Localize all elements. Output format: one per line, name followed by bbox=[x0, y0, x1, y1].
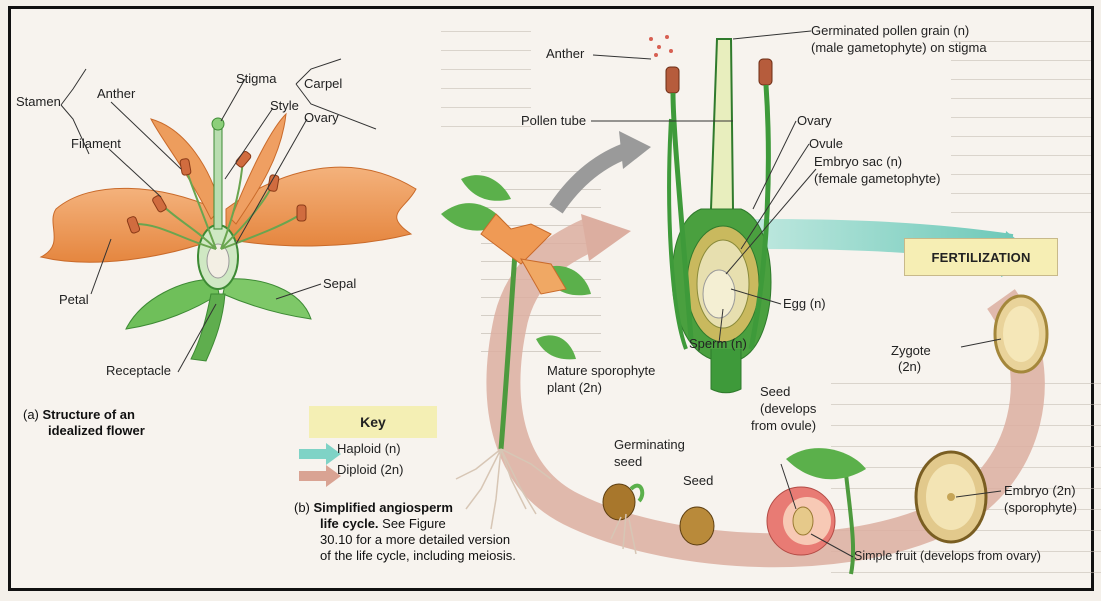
label-anther: Anther bbox=[97, 86, 135, 101]
style bbox=[214, 124, 222, 229]
pollen-grains bbox=[649, 35, 673, 57]
label-seed: Seed bbox=[683, 473, 713, 488]
label-germinating-1: Germinating bbox=[614, 437, 685, 452]
label-anther-cycle: Anther bbox=[546, 46, 584, 61]
germinating-seed bbox=[603, 484, 635, 520]
caption-b: (b) Simplified angiosperm life cycle. Se… bbox=[294, 500, 516, 564]
key-title: Key bbox=[309, 406, 437, 438]
label-zygote-1: Zygote bbox=[891, 343, 931, 358]
label-petal: Petal bbox=[59, 292, 89, 307]
caption-a: (a) Structure of an idealized flower bbox=[23, 407, 145, 439]
label-sperm: Sperm (n) bbox=[689, 336, 747, 351]
label-egg: Egg (n) bbox=[783, 296, 826, 311]
label-ovule: Ovule bbox=[809, 136, 843, 151]
label-pollen-grain-1: Germinated pollen grain (n) bbox=[811, 23, 969, 38]
key-haploid-swatch bbox=[299, 443, 341, 465]
transition-arrow bbox=[556, 149, 631, 209]
label-embryo-2: (sporophyte) bbox=[1004, 500, 1077, 515]
key-diploid-swatch bbox=[299, 465, 341, 487]
label-sepal: Sepal bbox=[323, 276, 356, 291]
fertilization-label: FERTILIZATION bbox=[904, 238, 1058, 276]
sepal-right bbox=[223, 279, 311, 319]
diploid-arrowhead bbox=[581, 214, 631, 261]
diagram-art bbox=[11, 9, 1097, 594]
label-mature-1: Mature sporophyte bbox=[547, 363, 655, 378]
label-pollen-grain-2: (male gametophyte) on stigma bbox=[811, 40, 987, 55]
label-style: Style bbox=[270, 98, 299, 113]
label-pollen-tube: Pollen tube bbox=[521, 113, 586, 128]
label-simple-fruit: Simple fruit (develops from ovary) bbox=[854, 549, 1041, 564]
caption-b-tag: (b) bbox=[294, 500, 310, 515]
caption-a-line1: Structure of an bbox=[43, 407, 135, 422]
caption-b-line2-rest: See Figure bbox=[379, 516, 446, 531]
label-embryo-sac-2: (female gametophyte) bbox=[814, 171, 940, 186]
caption-b-line2: life cycle. bbox=[320, 516, 379, 531]
figure-frame: Stamen Anther Stigma Carpel Style Filame… bbox=[8, 6, 1094, 591]
seed-dot bbox=[680, 507, 714, 545]
label-seed-top-1: Seed bbox=[760, 384, 790, 399]
label-ovary-cycle: Ovary bbox=[797, 113, 832, 128]
label-mature-2: plant (2n) bbox=[547, 380, 602, 395]
key-diploid-label: Diploid (2n) bbox=[337, 462, 403, 477]
label-carpel: Carpel bbox=[304, 76, 342, 91]
caption-a-line2: idealized flower bbox=[48, 423, 145, 438]
label-receptacle: Receptacle bbox=[106, 363, 171, 378]
label-stamen: Stamen bbox=[16, 94, 61, 109]
label-zygote-2: (2n) bbox=[898, 359, 921, 374]
label-filament: Filament bbox=[71, 136, 121, 151]
label-embryo-sac-1: Embryo sac (n) bbox=[814, 154, 902, 169]
caption-b-line1: Simplified angiosperm bbox=[314, 500, 453, 515]
label-stigma: Stigma bbox=[236, 71, 276, 86]
label-seed-top-3: from ovule) bbox=[751, 418, 816, 433]
flower-illustration bbox=[41, 114, 416, 361]
label-germinating-2: seed bbox=[614, 454, 642, 469]
caption-b-line3: 30.10 for a more detailed version bbox=[320, 532, 510, 547]
caption-a-tag: (a) bbox=[23, 407, 39, 422]
label-embryo-1: Embryo (2n) bbox=[1004, 483, 1076, 498]
label-ovary: Ovary bbox=[304, 110, 339, 125]
caption-b-line4: of the life cycle, including meiosis. bbox=[320, 548, 516, 563]
label-seed-top-2: (develops bbox=[760, 401, 816, 416]
key-haploid-label: Haploid (n) bbox=[337, 441, 401, 456]
